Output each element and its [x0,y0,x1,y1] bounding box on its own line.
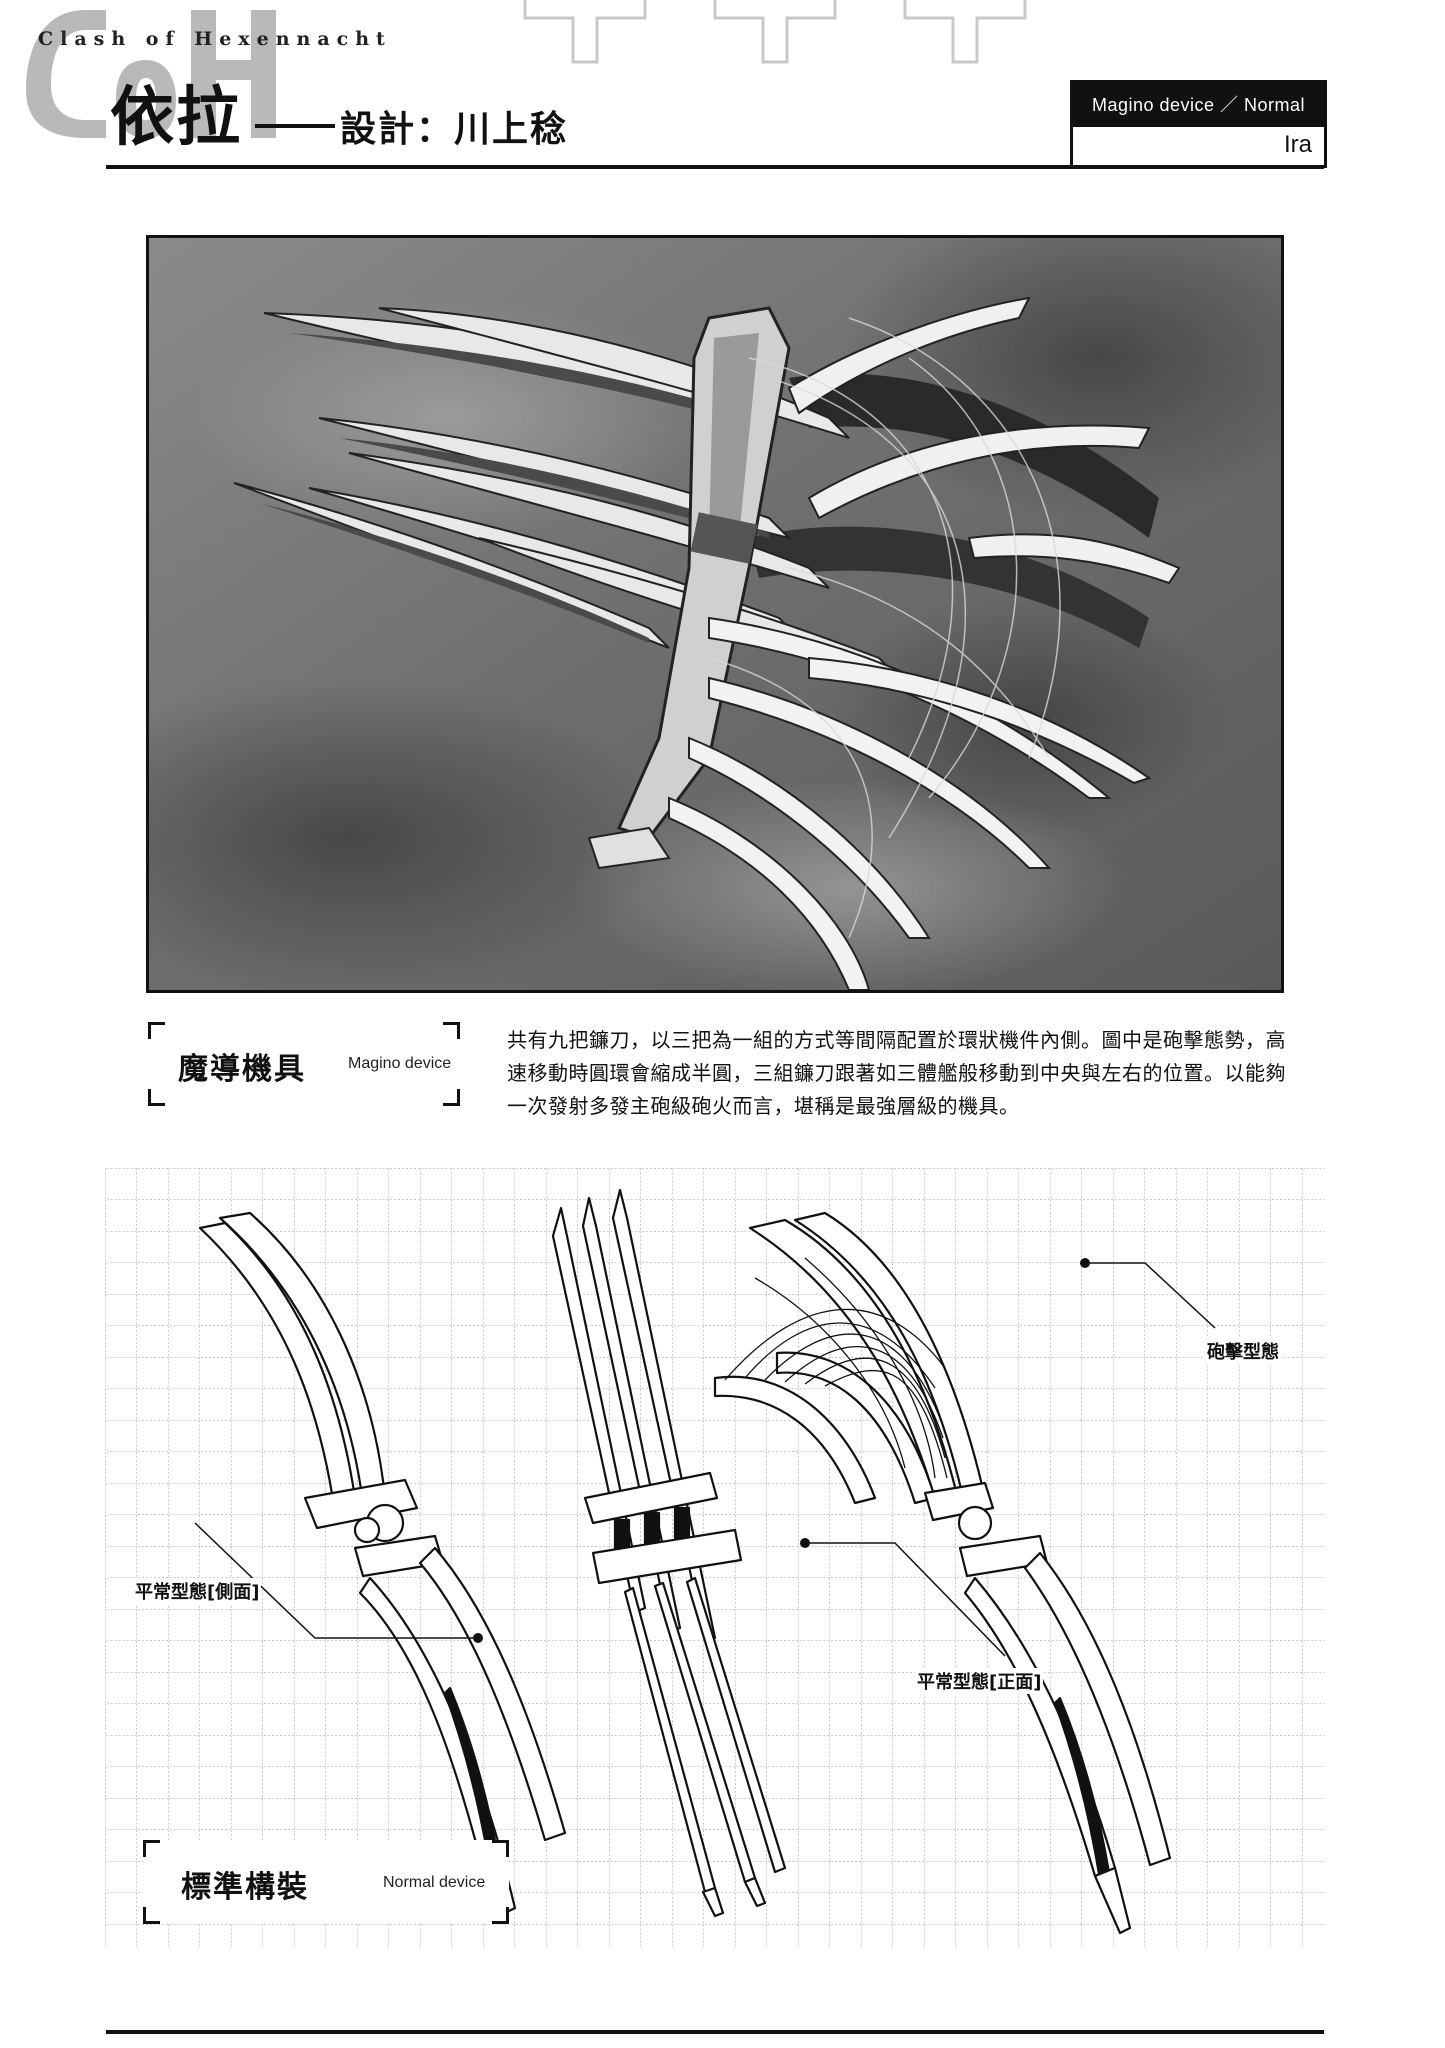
category-box: Magino device ／ Normal device Ira [1070,80,1327,168]
corner-mark [443,1022,460,1039]
brand-title: Clash of Hexennacht [38,28,392,50]
corner-mark [492,1907,509,1924]
magino-description: 共有九把鐮刀，以三把為一組的方式等間隔配置於環狀機件內側。圖中是砲擊態勢，高速移… [507,1028,1286,1118]
title-dash [255,124,335,128]
label-side-view: 平常型態[側面] [133,1578,262,1604]
label-cannon-mode: 砲擊型態 [1205,1338,1281,1364]
magino-section-subtitle: Magino device [348,1055,452,1072]
corner-mark [443,1089,460,1106]
brand-watermark-logo [26,10,276,138]
normal-section-title: 標準構裝 [181,1870,309,1905]
corner-mark [143,1840,160,1857]
footer-rule [106,2030,1324,2034]
cross-ornaments [523,0,1027,64]
magino-section-frame: 魔導機具 Magino device [148,1022,460,1106]
page-subtitle: 設計：川上稔 [340,108,569,150]
blueprint-diagram: 平常型態[側面] 平常型態[正面] 砲擊型態 標準構裝 Normal devic… [105,1168,1325,1948]
device-illustration [146,235,1284,993]
normal-section-subtitle: Normal device [383,1874,486,1891]
corner-mark [148,1022,165,1039]
device-name: Ira [1283,131,1312,158]
device-render-art [149,238,1281,990]
header-rule [106,165,1324,169]
magino-section-title: 魔導機具 [178,1052,306,1087]
corner-mark [143,1907,160,1924]
normal-section-frame: 標準構裝 Normal device [143,1840,509,1924]
blueprint-drawing [105,1168,1325,1948]
label-front-view: 平常型態[正面] [915,1668,1044,1694]
category-label: Magino device ／ Normal device [1073,83,1324,159]
page-title: 依拉 [110,80,242,155]
corner-mark [492,1840,509,1857]
corner-mark [148,1089,165,1106]
